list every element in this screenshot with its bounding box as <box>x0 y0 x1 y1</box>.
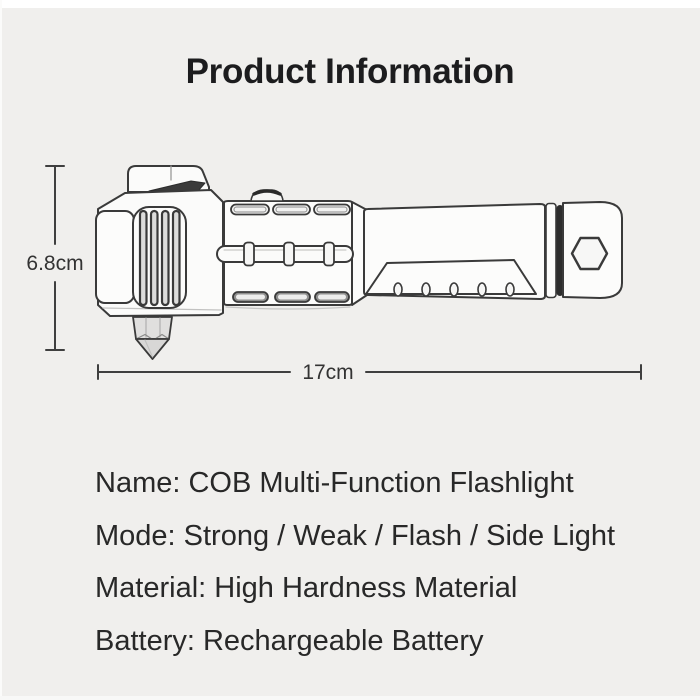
side-panel <box>95 210 135 304</box>
height-dimension-label: 6.8cm <box>26 252 83 275</box>
spec-line-material: Material: High Hardness Material <box>95 572 518 604</box>
length-dimension-line <box>97 364 642 380</box>
bezel-collar <box>545 202 557 299</box>
top-border-strip <box>0 0 700 8</box>
spec-list: Name: COB Multi-Function Flashlight Mode… <box>95 457 675 667</box>
spec-line-battery: Battery: Rechargeable Battery <box>95 624 484 657</box>
left-border-strip <box>0 0 2 700</box>
belt-cutter-bracket <box>127 165 210 193</box>
bottom-slots <box>232 291 350 303</box>
mount-clip-bar <box>216 241 354 267</box>
top-slots <box>230 203 351 216</box>
spec-line-mode: Mode: Strong / Weak / Flash / Side Light <box>95 519 616 552</box>
side-light-hexagon <box>570 236 609 271</box>
length-dimension-label: 17cm <box>302 361 353 384</box>
bezel-ring <box>556 205 564 296</box>
barrel <box>363 203 546 300</box>
barrel-vent-holes <box>393 282 515 297</box>
page-title: Product Information <box>185 52 515 91</box>
power-button <box>250 189 284 202</box>
bottom-border-strip <box>0 696 700 700</box>
spec-line-name: Name: COB Multi-Function Flashlight <box>95 467 574 499</box>
height-dimension-line <box>45 165 65 351</box>
glass-breaker-cone <box>132 316 173 360</box>
flashlight-head <box>562 201 623 299</box>
grip-ribs <box>138 209 181 307</box>
